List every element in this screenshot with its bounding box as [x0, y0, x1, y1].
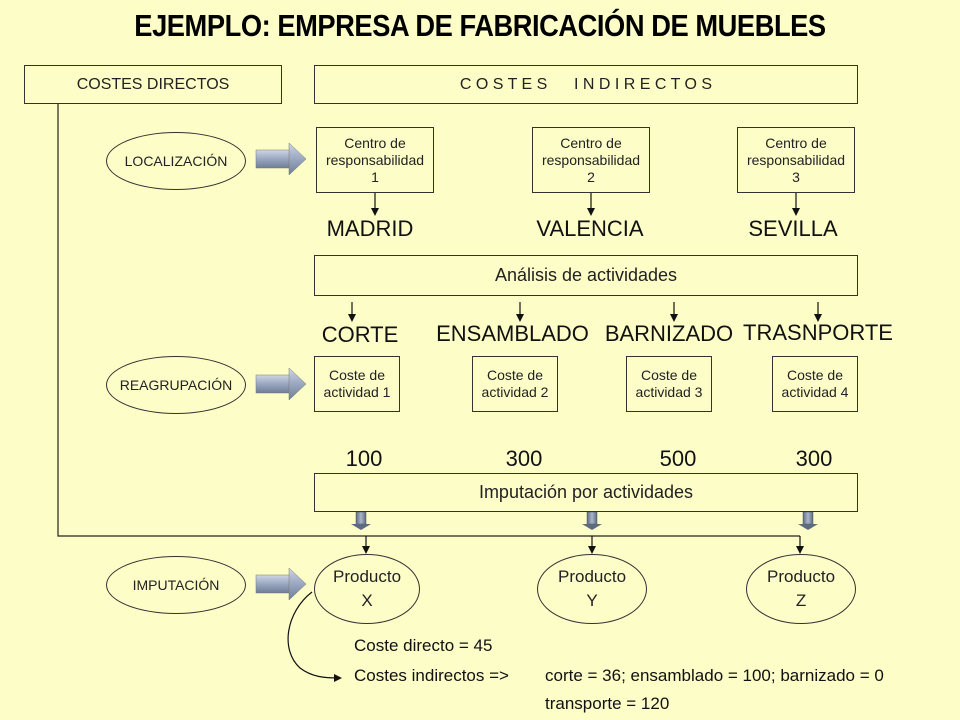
curved-note-arrow — [287, 591, 342, 682]
note-indirect-values: corte = 36; ensamblado = 100; barnizado … — [545, 666, 884, 685]
arrow-localizacion — [255, 142, 307, 176]
center-box-3: Centro de responsabilidad 3 — [737, 127, 855, 193]
product-x: Producto X — [314, 554, 420, 624]
page-title: EJEMPLO: EMPRESA DE FABRICACIÓN DE MUEBL… — [134, 8, 826, 43]
activity-name-1: CORTE — [321, 322, 399, 347]
activity-name-2: ENSAMBLADO — [436, 321, 589, 346]
center-box-1: Centro de responsabilidad 1 — [316, 127, 434, 193]
note-transport: transporte = 120 — [545, 694, 670, 713]
product-y: Producto Y — [537, 554, 647, 624]
down-arrow-y — [582, 511, 602, 530]
activity-cost-box-4: Coste de actividad 4 — [772, 356, 858, 412]
city-madrid: MADRID — [326, 216, 414, 241]
activity-value-4: 300 — [795, 446, 833, 471]
stage-localizacion: LOCALIZACIÓN — [106, 132, 246, 190]
arrow-reagrupacion — [255, 367, 307, 401]
activity-value-2: 300 — [505, 446, 543, 471]
activity-value-3: 500 — [659, 446, 697, 471]
activity-name-3: BARNIZADO — [604, 321, 734, 346]
activity-value-1: 100 — [345, 446, 383, 471]
down-arrow-z — [798, 511, 818, 530]
product-z: Producto Z — [746, 554, 856, 624]
stage-reagrupacion: REAGRUPACIÓN — [106, 356, 246, 414]
direct-costs-header: COSTES DIRECTOS — [24, 65, 282, 104]
direct-cost-line — [57, 104, 800, 537]
activity-cost-box-2: Coste de actividad 2 — [472, 356, 558, 412]
arrow-imputacion — [255, 567, 307, 601]
note-direct-cost: Coste directo = 45 — [354, 636, 493, 655]
analysis-bar: Análisis de actividades — [314, 255, 858, 296]
activity-cost-box-1: Coste de actividad 1 — [314, 356, 400, 412]
stage-imputacion: IMPUTACIÓN — [106, 556, 246, 614]
center-box-2: Centro de responsabilidad 2 — [532, 127, 650, 193]
activity-cost-box-3: Coste de actividad 3 — [626, 356, 712, 412]
city-sevilla: SEVILLA — [748, 216, 838, 241]
city-valencia: VALENCIA — [536, 216, 644, 241]
activity-name-4: TRASNPORTE — [743, 320, 893, 345]
imputation-bar: Imputación por actividades — [314, 473, 858, 512]
down-arrow-x — [351, 511, 371, 530]
indirect-costs-header: C O S T E S I N D I R E C T O S — [314, 65, 858, 104]
note-indirect-label: Costes indirectos => — [354, 666, 509, 685]
